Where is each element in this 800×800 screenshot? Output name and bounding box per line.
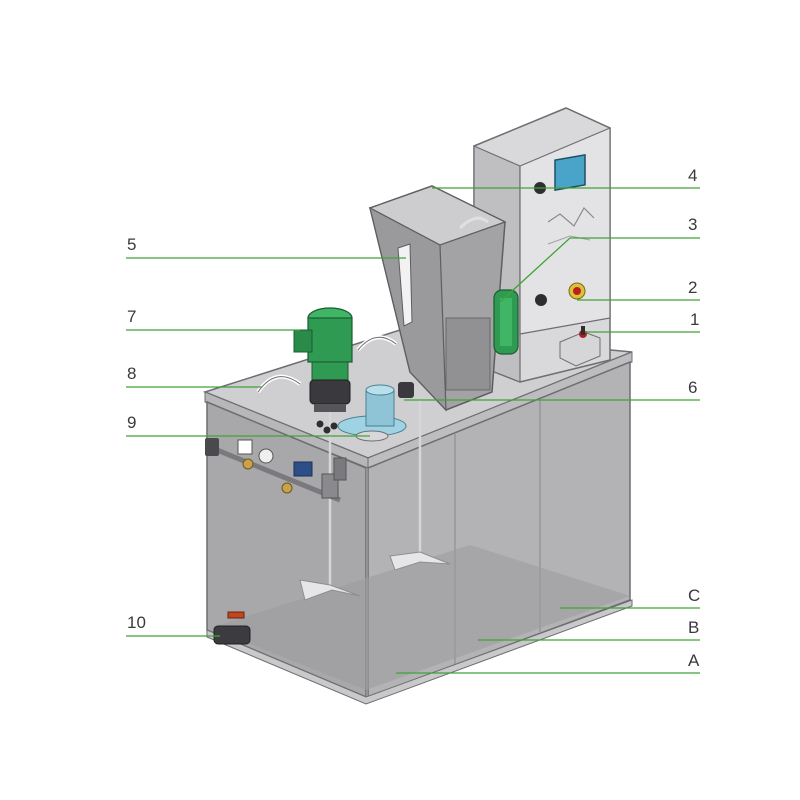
callout-label-B: B <box>688 618 699 637</box>
solenoid-valve-icon <box>237 439 253 455</box>
callout-label-A: A <box>688 651 700 670</box>
callout-label-9: 9 <box>127 413 136 432</box>
level-window-icon <box>397 243 413 327</box>
callout-leaders <box>126 187 700 674</box>
lid-hatches <box>256 335 398 434</box>
inlet-pipework <box>205 438 347 503</box>
selector-switch-2-icon <box>535 294 547 306</box>
mixer-motor <box>293 307 353 412</box>
chamber-floor <box>210 545 630 690</box>
tank <box>202 329 633 705</box>
callout-label-6: 6 <box>688 378 697 397</box>
callout-label-7: 7 <box>127 307 136 326</box>
callout-label-1: 1 <box>690 310 699 329</box>
callout-label-3: 3 <box>688 215 697 234</box>
hmi-screen-icon <box>554 153 586 192</box>
impeller-1-icon <box>299 579 361 601</box>
callout-label-5: 5 <box>127 235 136 254</box>
callout-labels: 4 3 5 2 1 7 8 6 9 C 10 B A <box>127 166 700 670</box>
tank-plinth <box>206 599 633 705</box>
callout-label-4: 4 <box>688 166 697 185</box>
screw-feeder-motor <box>493 289 519 355</box>
tank-lid-edge-right <box>367 351 633 469</box>
callout-label-2: 2 <box>688 278 697 297</box>
terminal-box-icon <box>293 329 313 353</box>
callout-label-C: C <box>688 586 700 605</box>
callout-label-10: 10 <box>127 613 146 632</box>
callout-label-8: 8 <box>127 364 136 383</box>
pressure-gauge-icon <box>258 448 274 464</box>
drain-valve <box>213 611 251 645</box>
wetting-unit <box>337 382 414 442</box>
leader-3 <box>499 237 700 303</box>
impeller-2-icon <box>389 551 451 571</box>
level-switch <box>559 326 601 367</box>
flow-switch-icon <box>293 461 313 477</box>
